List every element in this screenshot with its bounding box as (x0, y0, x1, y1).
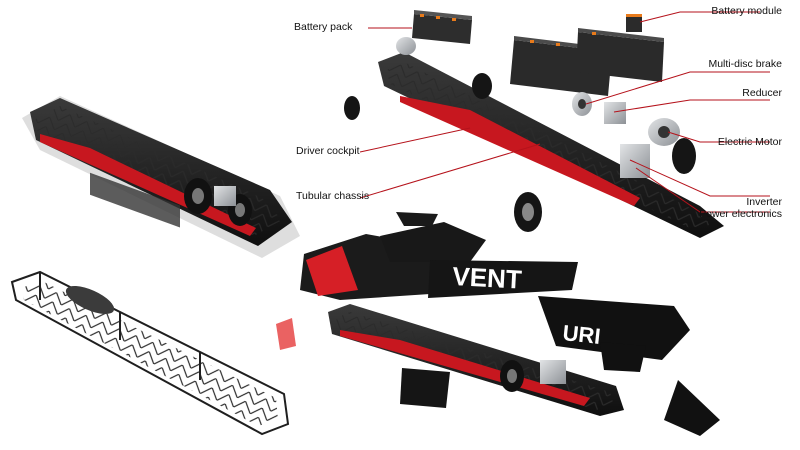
body-lettering-vent: VENT (452, 261, 523, 295)
assembled-chassis (22, 96, 300, 258)
body-lettering-uri: URI (561, 320, 601, 349)
label-reducer: Reducer (742, 87, 782, 99)
battery-module-block (626, 14, 642, 32)
label-battery-pack: Battery pack (294, 21, 353, 33)
exploded-chassis (344, 52, 724, 238)
label-power-electronics: Power electronics (699, 208, 782, 220)
leader-reducer (613, 99, 770, 113)
leader-inverter (629, 159, 770, 197)
leader-tubular-chassis (359, 143, 541, 199)
leader-battery-module (639, 11, 760, 23)
bare-tubular-chassis (10, 270, 290, 436)
label-battery-module: Battery module (711, 5, 782, 17)
leader-driver-cockpit (359, 127, 471, 153)
leader-multi-disc-brake (585, 71, 770, 105)
label-electric-motor: Electric Motor (717, 136, 782, 148)
exploded-body-shell (276, 212, 720, 436)
leader-electric-motor (667, 131, 770, 143)
label-driver-cockpit: Driver cockpit (296, 145, 360, 157)
label-multi-disc-brake: Multi-disc brake (708, 58, 782, 70)
lower-chassis (328, 304, 624, 416)
leader-lines (359, 11, 770, 213)
drivetrain-parts (396, 37, 680, 146)
battery-pack-blocks (412, 10, 664, 96)
label-tubular-chassis: Tubular chassis (296, 190, 370, 202)
label-inverter: Inverter (746, 196, 782, 208)
leader-power-electronics (635, 167, 770, 213)
